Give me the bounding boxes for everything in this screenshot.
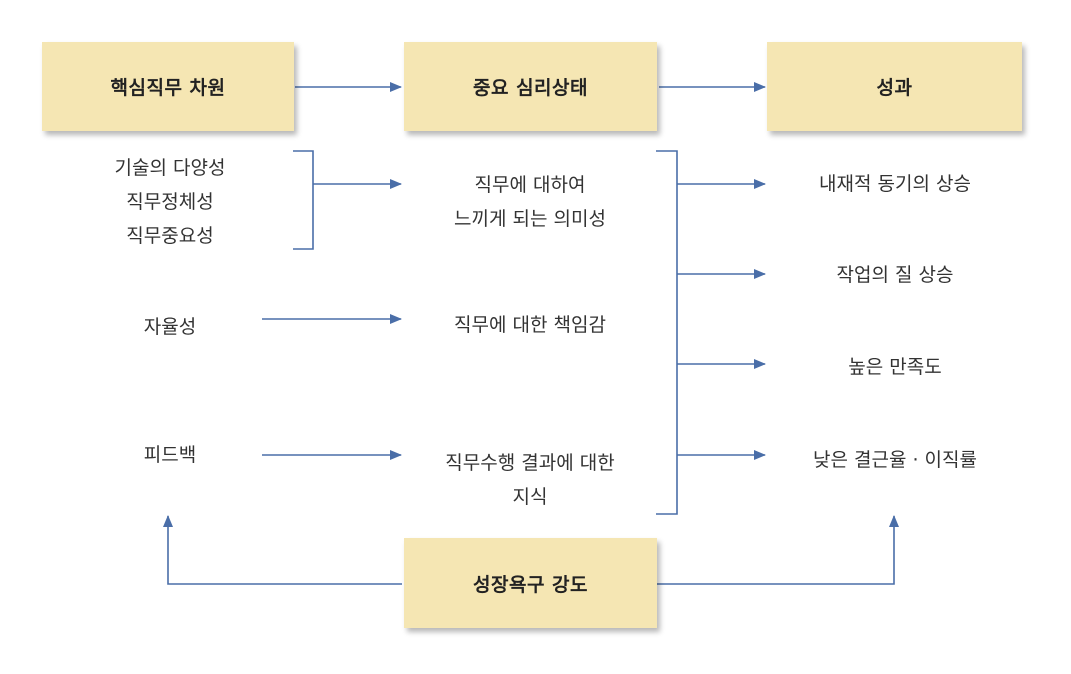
state-meaningfulness: 직무에 대하여 느끼게 되는 의미성	[400, 168, 660, 236]
state-knowledge-line1: 직무수행 결과에 대한	[445, 452, 615, 474]
outcomes-header: 성과	[767, 42, 1022, 131]
outcome-intrinsic-motivation: 내재적 동기의 상승	[819, 173, 971, 195]
growth-need-strength-label: 성장욕구 강도	[473, 573, 588, 596]
dimension-skill-variety: 기술의 다양성	[114, 157, 226, 179]
left-bracket	[293, 150, 314, 250]
state-knowledge: 직무수행 결과에 대한 지식	[400, 446, 660, 514]
outcome-work-quality: 작업의 질 상승	[836, 264, 954, 286]
outcome-absence-turnover: 낮은 결근율 · 이직률	[813, 449, 977, 471]
dimension-feedback: 피드백	[143, 444, 197, 466]
outcomes-header-label: 성과	[876, 77, 913, 99]
arrow-moderator-to-feedback	[163, 515, 402, 585]
core-dimensions-header: 핵심직무 차원	[42, 42, 294, 131]
state-meaningfulness-line1: 직무에 대하여	[474, 174, 586, 196]
state-responsibility: 직무에 대한 책임감	[454, 314, 606, 336]
outcome-satisfaction: 높은 만족도	[848, 356, 942, 378]
psych-states-header: 중요 심리상태	[404, 42, 657, 131]
growth-need-strength-box: 성장욕구 강도	[404, 538, 657, 628]
arrow-moderator-to-outcome	[657, 515, 899, 585]
state-meaningfulness-line2: 느끼게 되는 의미성	[454, 208, 606, 230]
dimension-task-significance: 직무중요성	[126, 225, 214, 247]
core-dimensions-header-label: 핵심직무 차원	[110, 77, 226, 99]
dimension-task-identity: 직무정체성	[126, 191, 214, 213]
state-knowledge-line2: 지식	[512, 486, 548, 508]
core-dimension-group1: 기술의 다양성 직무정체성 직무중요성	[60, 151, 280, 253]
right-bracket	[656, 150, 678, 515]
psych-states-header-label: 중요 심리상태	[473, 77, 588, 99]
dimension-autonomy: 자율성	[143, 316, 197, 338]
